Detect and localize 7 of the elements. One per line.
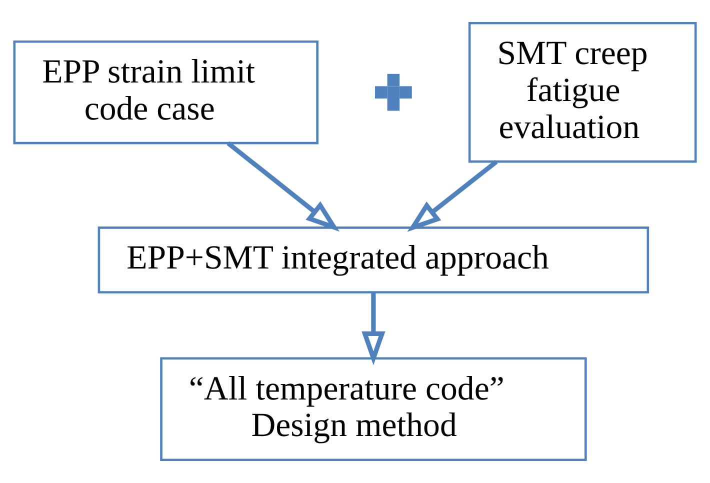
arrow — [226, 141, 340, 232]
node-box: EPP+SMT integrated approach — [98, 226, 650, 294]
node-box: EPP strain limit code case — [13, 40, 318, 144]
arrow — [407, 160, 498, 232]
arrow — [362, 292, 386, 366]
node-box: “All temperature code” Design method — [160, 357, 587, 461]
node-box: SMT creep fatigue evaluation — [468, 22, 697, 163]
